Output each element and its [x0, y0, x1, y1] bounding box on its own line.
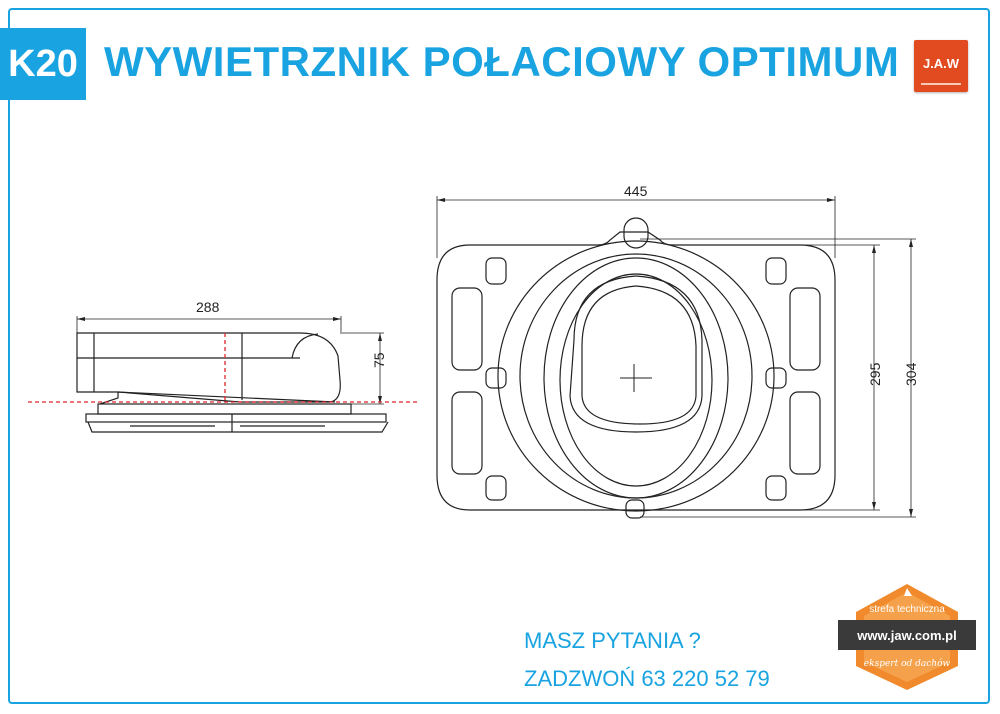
side-width-label: 288 — [196, 299, 220, 315]
page-title: WYWIETRZNIK POŁACIOWY OPTIMUM — [104, 38, 900, 85]
star-icon — [904, 588, 912, 596]
top-view — [436, 196, 916, 519]
logo-underline — [921, 83, 961, 85]
contact-phone[interactable]: ZADZWOŃ 63 220 52 79 — [524, 666, 770, 691]
jaw-logo: J.A.W — [914, 40, 968, 92]
badge-url[interactable]: www.jaw.com.pl — [856, 628, 956, 643]
jaw-strefa-badge[interactable]: strefa techniczna www.jaw.com.pl ekspert… — [838, 582, 976, 692]
top-width-label: 445 — [624, 183, 648, 199]
product-code-badge: K20 — [0, 28, 86, 100]
contact-question: MASZ PYTANIA ? — [524, 628, 701, 653]
side-view — [28, 316, 420, 433]
top-outer-height-label: 304 — [903, 362, 919, 386]
top-inner-height-label: 295 — [867, 362, 883, 386]
badge-slogan: ekspert od dachów — [864, 658, 951, 669]
badge-band — [838, 620, 976, 650]
side-height-label: 75 — [371, 352, 387, 368]
logo-text: J.A.W — [922, 56, 960, 71]
page-frame — [8, 8, 990, 704]
badge-zone-label: strefa techniczna — [869, 604, 945, 615]
